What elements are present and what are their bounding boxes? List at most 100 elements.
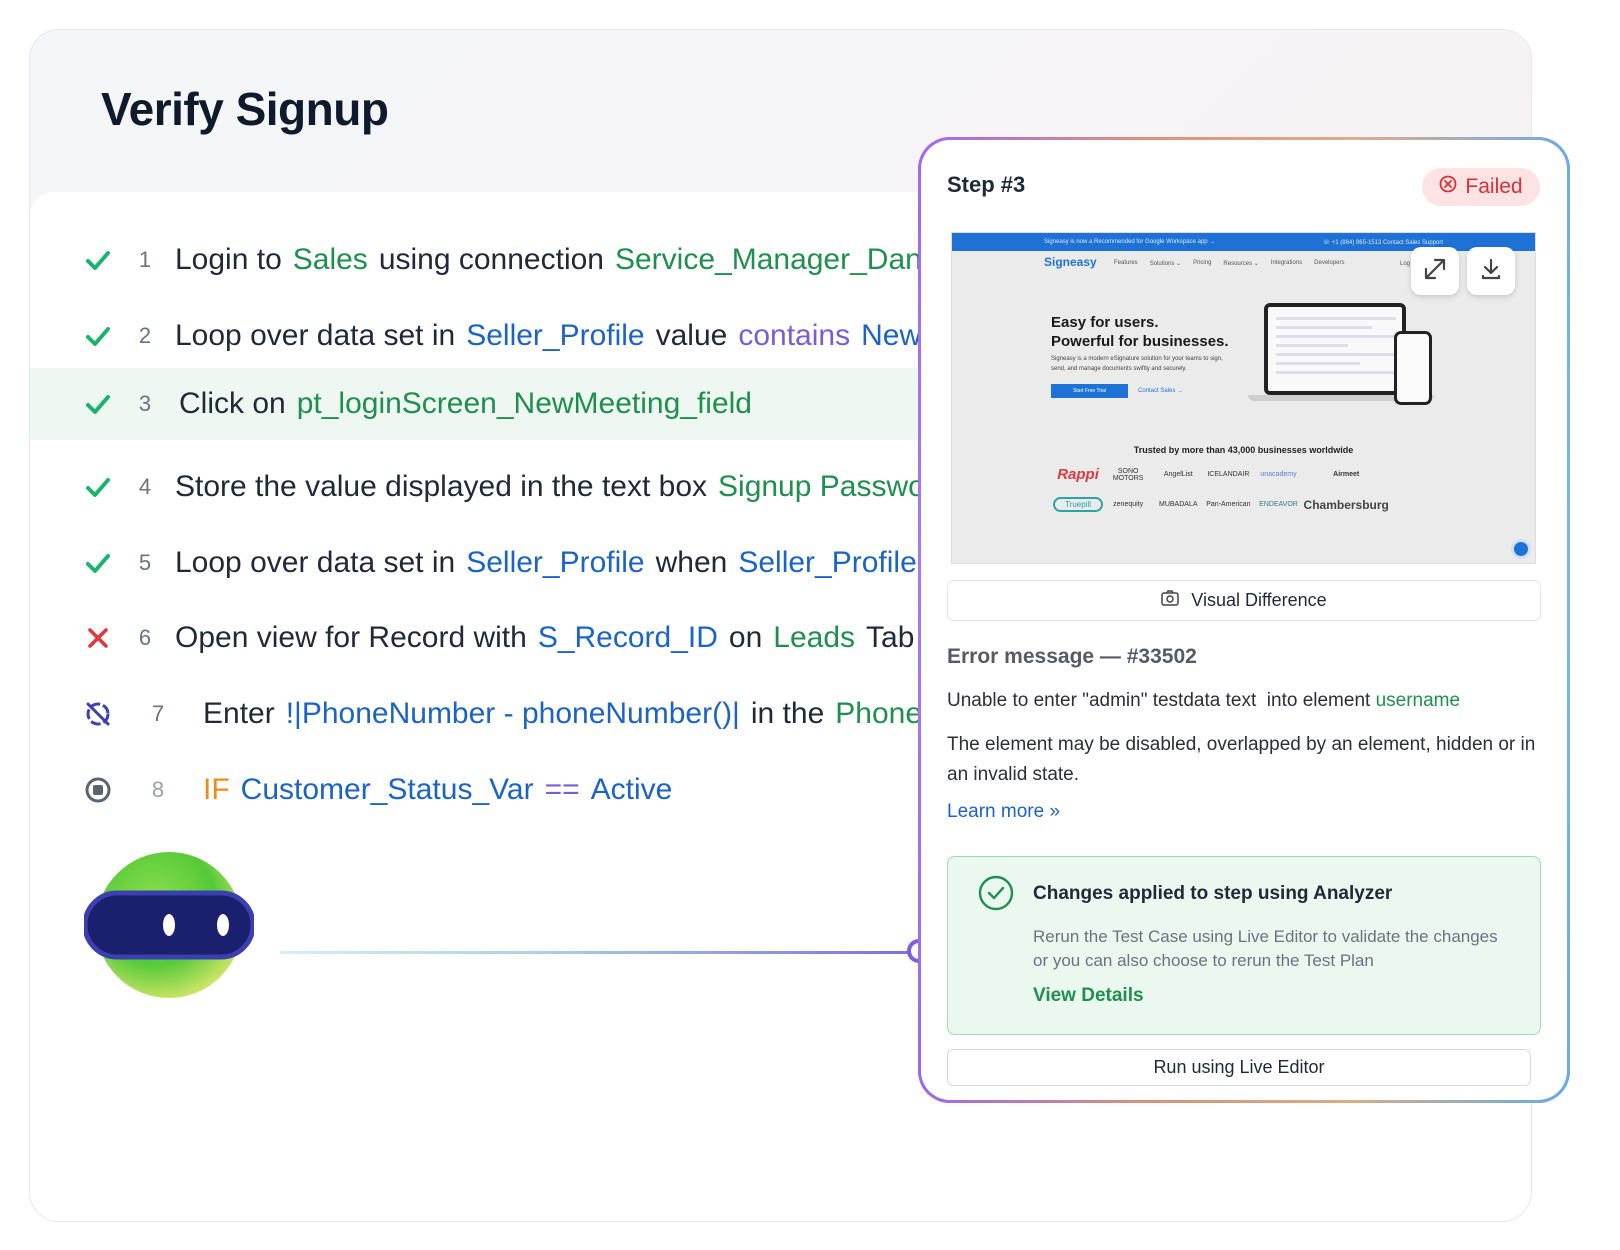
step-number: 6 <box>138 625 152 650</box>
step-token: IF <box>203 773 230 806</box>
visual-difference-button[interactable]: Visual Difference <box>947 580 1541 621</box>
step-token[interactable]: pt_loginScreen_NewMeeting_field <box>296 387 752 420</box>
expand-icon <box>1422 256 1448 287</box>
step-token[interactable]: Seller_Profile <box>466 319 645 352</box>
view-details-link[interactable]: View Details <box>1033 985 1144 1006</box>
camera-icon <box>1161 590 1180 611</box>
step-token[interactable]: Sales <box>292 243 368 276</box>
step-token: Open view for Record with <box>175 621 527 654</box>
step-token[interactable]: Customer_Status_Var <box>240 773 534 806</box>
logo: SONO MOTORS <box>1112 467 1144 482</box>
step-row-7[interactable]: 7 Enter!|PhoneNumber - phoneNumber()|in … <box>30 676 960 752</box>
logo: unacademy <box>1260 471 1297 478</box>
check-icon <box>83 321 113 351</box>
error-detail: The element may be disabled, overlapped … <box>947 734 1536 785</box>
check-circle-icon <box>978 875 1014 916</box>
step-number: 5 <box>138 550 152 575</box>
status-badge: Failed <box>1422 168 1540 206</box>
check-icon <box>83 245 113 275</box>
step-token: Loop over data set in <box>175 319 456 352</box>
step-token[interactable]: Signup Passwor <box>718 470 935 503</box>
check-icon <box>83 472 113 502</box>
laptop-illustration <box>1264 303 1406 395</box>
logo: Chambersburg <box>1303 497 1389 512</box>
step-token[interactable]: Active <box>590 773 673 806</box>
step-token[interactable]: Service_Manager_Dan <box>614 243 922 276</box>
error-message-text: Unable to enter "admin" testdata text in… <box>947 690 1376 711</box>
x-circle-icon <box>1439 175 1457 199</box>
learn-more-link[interactable]: Learn more » <box>947 801 1061 822</box>
step-token: Login to <box>175 243 282 276</box>
step-token[interactable]: Seller_Profile <box>466 546 645 579</box>
logo: Pan-American <box>1206 501 1251 508</box>
skipped-icon <box>83 699 113 729</box>
download-icon <box>1479 257 1503 286</box>
logo: MUBADALA <box>1159 501 1198 508</box>
screenshot-topbar: Signeasy is now a Recommended for Google… <box>952 233 1535 251</box>
x-icon <box>83 623 113 653</box>
step-detail-title: Step #3 <box>947 172 1026 197</box>
logo: zenequity <box>1113 501 1144 508</box>
screenshot-nav-item: Solutions ⌄ <box>1149 261 1182 267</box>
logo: Airmeet <box>1333 471 1360 478</box>
step-number: 7 <box>151 701 165 726</box>
analyzer-title: Changes applied to step using Analyzer <box>1033 883 1393 904</box>
error-message: Unable to enter "admin" testdata text in… <box>947 690 1460 712</box>
step-token[interactable]: S_Record_ID <box>537 621 718 654</box>
screenshot-headline: Easy for users. Powerful for businesses. <box>1051 313 1229 351</box>
screenshot-login: Log In <box>1400 261 1417 267</box>
stop-circle-icon <box>83 775 113 805</box>
step-detail-card: Step #3 Failed Signeasy is now a Recomme… <box>921 140 1567 1100</box>
screenshot-cta-secondary: Contact Sales → <box>1138 388 1184 394</box>
logo: ENDEAVOR <box>1259 501 1298 508</box>
screenshot-headline-2: Powerful for businesses. <box>1051 333 1229 350</box>
step-token[interactable]: !|PhoneNumber - phoneNumber()| <box>285 697 740 730</box>
screenshot-headline-1: Easy for users. <box>1051 314 1159 331</box>
connector-line <box>280 951 918 954</box>
step-row-5[interactable]: 5 Loop over data set in Seller_Profile whe… <box>30 525 960 601</box>
screenshot-logos: Rappi SONO MOTORS AngelList ICELANDAIR u… <box>1053 466 1439 512</box>
screenshot-topbar-left: Signeasy is now a Recommended for Google… <box>1044 239 1216 245</box>
step-token: Store the value displayed in the text bo… <box>175 470 708 503</box>
screenshot-cta-primary: Start Free Trial <box>1051 384 1128 398</box>
check-icon <box>83 389 113 419</box>
analyzer-callout: Changes applied to step using Analyzer R… <box>947 856 1541 1035</box>
screenshot-nav-item: Pricing <box>1193 260 1212 266</box>
step-number: 4 <box>138 474 152 499</box>
error-element-link[interactable]: username <box>1375 690 1461 711</box>
page-title: Verify Signup <box>101 83 389 135</box>
step-number: 1 <box>138 247 152 272</box>
step-text: Store the value displayed in the text bo… <box>175 470 946 504</box>
step-token: when <box>655 546 728 579</box>
download-button[interactable] <box>1467 247 1515 295</box>
screenshot-nav: Features Solutions ⌄ Pricing Resources ⌄… <box>1114 260 1345 267</box>
step-token: Loop over data set in <box>175 546 456 579</box>
step-token: contains <box>738 319 851 352</box>
screenshot-nav-item: Features <box>1114 260 1138 266</box>
step-text: Enter!|PhoneNumber - phoneNumber()|in th… <box>203 697 951 731</box>
logo: ICELANDAIR <box>1207 471 1250 478</box>
step-token: Tab <box>866 621 915 654</box>
step-screenshot[interactable]: Signeasy is now a Recommended for Google… <box>951 232 1536 564</box>
run-live-editor-button[interactable]: Run using Live Editor <box>947 1049 1531 1086</box>
expand-button[interactable] <box>1411 247 1459 295</box>
analyzer-description: Rerun the Test Case using Live Editor to… <box>1033 927 1498 970</box>
step-token: in the <box>750 697 825 730</box>
screenshot-topbar-right: ☏ +1 (864) 965-1513 Contact Sales Suppor… <box>1322 239 1443 246</box>
screenshot-nav-item: Developers <box>1314 260 1345 266</box>
step-row-4[interactable]: 4 Store the value displayed in the text … <box>30 449 960 525</box>
step-token[interactable]: Leads <box>773 621 856 654</box>
screenshot-paragraph: Signeasy is a modern eSignature solution… <box>1051 356 1223 372</box>
step-number: 2 <box>138 323 152 348</box>
screenshot-brand: Signeasy <box>1044 255 1097 269</box>
